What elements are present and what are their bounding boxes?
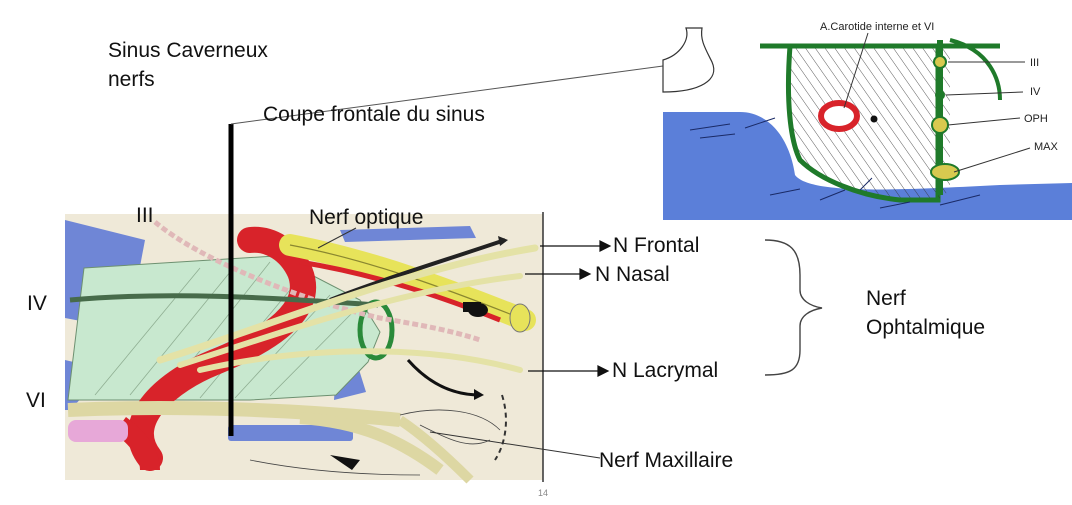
label-coupe-frontale: Coupe frontale du sinus <box>263 104 485 125</box>
inset-label-max: MAX <box>1034 141 1059 153</box>
label-IV: IV <box>27 293 47 314</box>
label-nerf-maxillaire: Nerf Maxillaire <box>599 450 733 471</box>
label-n-frontal: N Frontal <box>613 235 699 256</box>
pink-artery <box>68 420 128 442</box>
label-III: III <box>136 205 154 226</box>
inset-label-carotide: A.Carotide interne et VI <box>820 21 934 33</box>
label-n-nasal: N Nasal <box>595 264 670 285</box>
main-illustration <box>65 212 543 482</box>
inset-carotid-ring <box>821 103 857 129</box>
inset-label-oph: OPH <box>1024 113 1048 125</box>
page-number: 14 <box>538 488 548 498</box>
optic-nerve-end <box>510 304 530 332</box>
label-nerf-ophtalmique: Nerf Ophtalmique <box>866 284 985 342</box>
label-nerf-optique: Nerf optique <box>309 207 423 228</box>
label-nerf-ophtalmique-line2: Ophtalmique <box>866 313 985 342</box>
label-VI: VI <box>26 390 46 411</box>
inset-frontal-section: A.Carotide interne et VI III IV OPH MAX <box>663 12 1072 220</box>
ophthalmic-brace <box>765 240 822 375</box>
inset-label-iii: III <box>1030 57 1039 69</box>
tag-black <box>463 302 481 312</box>
label-n-lacrymal: N Lacrymal <box>612 360 718 381</box>
inset-label-iv: IV <box>1030 86 1041 98</box>
label-nerf-ophtalmique-line1: Nerf <box>866 284 985 313</box>
